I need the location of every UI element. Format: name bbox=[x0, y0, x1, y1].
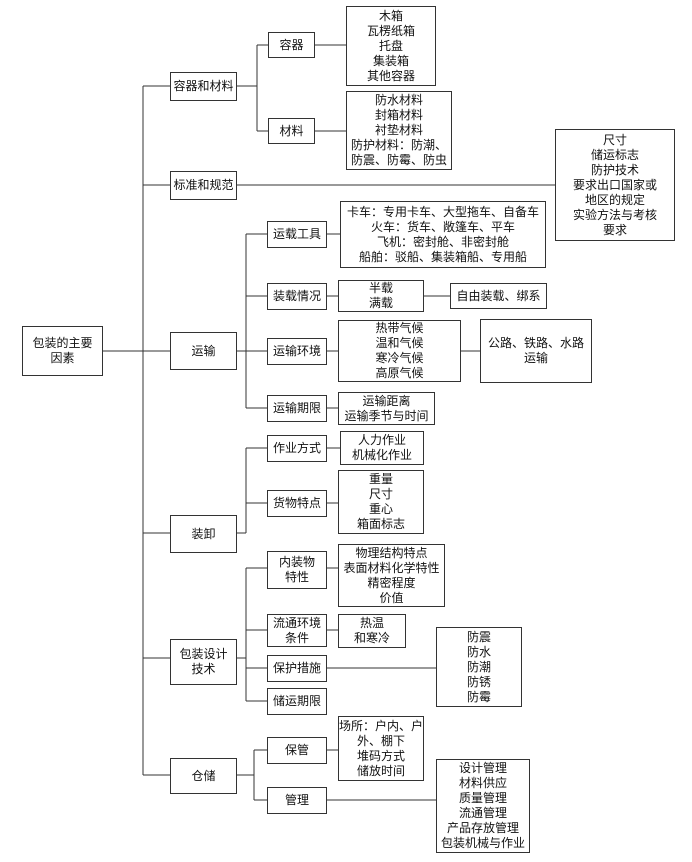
node-protection: 保护措施 bbox=[267, 655, 327, 682]
node-standards: 标准和规范 bbox=[170, 171, 237, 200]
box-management-items: 设计管理 材料供应 质量管理 流通管理 产品存放管理 包装机械与作业 bbox=[436, 759, 530, 853]
node-material: 材料 bbox=[268, 118, 315, 144]
node-method: 作业方式 bbox=[267, 435, 327, 462]
box-goods-items: 重量 尺寸 重心 箱面标志 bbox=[338, 470, 424, 534]
box-circulation-items: 热温 和寒冷 bbox=[338, 614, 406, 648]
box-container-items: 木箱 瓦楞纸箱 托盘 集装箱 其他容器 bbox=[346, 6, 436, 86]
connector-storage bbox=[237, 749, 267, 801]
box-protection-items: 防震 防水 防潮 防锈 防霉 bbox=[436, 627, 522, 707]
node-package-design: 包装设计 技术 bbox=[170, 639, 237, 685]
node-period: 运输期限 bbox=[267, 395, 327, 422]
node-handling: 装卸 bbox=[170, 515, 237, 553]
box-loading-sub: 自由装载、绑系 bbox=[450, 283, 547, 309]
node-environment: 运输环境 bbox=[267, 338, 327, 365]
connector-root bbox=[103, 86, 144, 775]
node-custody: 保管 bbox=[267, 737, 327, 764]
box-period-items: 运输距离 运输季节与时间 bbox=[338, 392, 435, 425]
box-inner-items: 物理结构特点 表面材料化学特性 精密程度 价值 bbox=[338, 544, 445, 607]
root-node: 包装的主要 因素 bbox=[22, 326, 103, 376]
box-env-sub: 公路、铁路、水路 运输 bbox=[480, 319, 592, 383]
box-loading-items: 半载 满载 bbox=[338, 280, 424, 312]
box-custody-items: 场所：户内、户 外、棚下 堆码方式 储放时间 bbox=[338, 716, 424, 781]
node-containers-materials: 容器和材料 bbox=[170, 72, 237, 101]
node-inner-contents: 内装物 特性 bbox=[267, 551, 327, 589]
node-transport: 运输 bbox=[170, 332, 237, 370]
node-goods: 货物特点 bbox=[267, 490, 327, 517]
box-material-items: 防水材料 封箱材料 衬垫材料 防护材料：防潮、 防震、防霉、防虫 bbox=[346, 91, 452, 170]
node-vehicle: 运载工具 bbox=[267, 221, 327, 248]
node-circulation: 流通环境 条件 bbox=[267, 614, 327, 647]
connector-containers bbox=[237, 44, 268, 132]
node-loading: 装载情况 bbox=[267, 283, 327, 310]
node-management: 管理 bbox=[267, 787, 327, 814]
connector-handling bbox=[237, 447, 267, 534]
box-vehicle-items: 卡车：专用卡车、大型拖车、自备车 火车：货车、敞篷车、平车 飞机：密封舱、非密封… bbox=[340, 201, 546, 268]
node-storage-period: 储运期限 bbox=[267, 688, 327, 715]
box-env-items: 热带气候 温和气候 寒冷气候 高原气候 bbox=[338, 320, 461, 382]
box-method-items: 人力作业 机械化作业 bbox=[340, 431, 424, 465]
node-container: 容器 bbox=[268, 32, 315, 58]
node-storage: 仓储 bbox=[170, 758, 237, 794]
connector-design bbox=[237, 567, 267, 702]
connector-transport bbox=[237, 233, 267, 409]
box-standard-items: 尺寸 储运标志 防护技术 要求出口国家或 地区的规定 实验方法与考核 要求 bbox=[555, 129, 675, 241]
